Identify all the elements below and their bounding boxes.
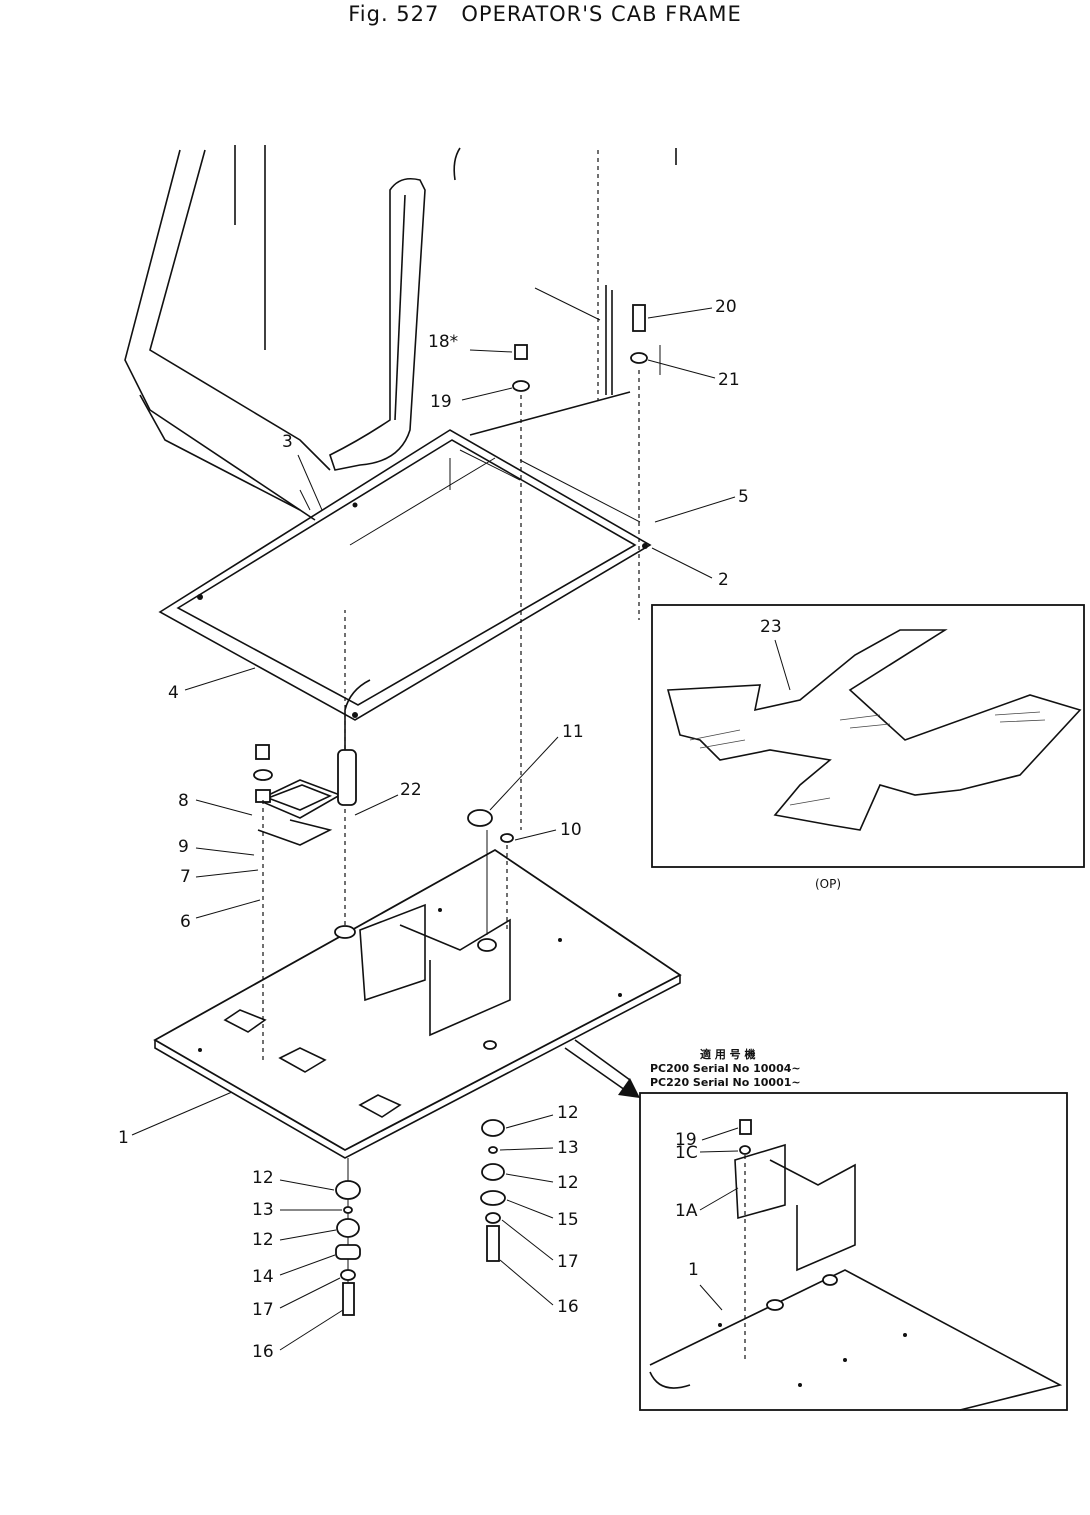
- callout-21: 21: [718, 370, 740, 390]
- callout-19: 19: [430, 392, 452, 412]
- serial-line-2: PC220 Serial No 10001~: [650, 1076, 801, 1089]
- callout-1: 1: [118, 1128, 129, 1148]
- callout-23: 23: [760, 617, 782, 637]
- bolts-upper: [512, 304, 648, 830]
- callout-19-inset: 19: [675, 1130, 697, 1150]
- parts-10-11: [467, 809, 514, 935]
- floor-plate: [153, 610, 682, 1159]
- callout-12-l1: 12: [252, 1168, 274, 1188]
- callout-5: 5: [738, 487, 749, 507]
- cab-body: [124, 145, 677, 521]
- callouts-main: 20 21 18* 19 3 5 2 4 11 22 8 10 9: [118, 297, 749, 1362]
- callout-17-r: 17: [557, 1252, 579, 1272]
- callout-12-l2: 12: [252, 1230, 274, 1250]
- callout-8: 8: [178, 791, 189, 811]
- callout-16-l: 16: [252, 1342, 274, 1362]
- callout-12-r2: 12: [557, 1173, 579, 1193]
- callout-7: 7: [180, 867, 191, 887]
- callout-9: 9: [178, 837, 189, 857]
- inset-serial-variant: 適 用 号 機 PC200 Serial No 10004~ PC220 Ser…: [639, 1047, 1068, 1411]
- callout-22: 22: [400, 780, 422, 800]
- callout-14: 14: [252, 1267, 274, 1287]
- figure-title: Fig. 527 OPERATOR'S CAB FRAME: [0, 0, 1090, 28]
- callout-6: 6: [180, 912, 191, 932]
- mount-stack-left: [335, 1158, 361, 1316]
- callout-2: 2: [718, 570, 729, 590]
- callout-1-inset: 1: [688, 1260, 699, 1280]
- callout-15: 15: [557, 1210, 579, 1230]
- serial-line-1: PC200 Serial No 10004~: [650, 1062, 801, 1075]
- callout-18-star: 18*: [428, 332, 458, 352]
- callout-12-r1: 12: [557, 1103, 579, 1123]
- cover-plate-assembly: [253, 744, 342, 1060]
- callout-17-l: 17: [252, 1300, 274, 1320]
- callout-11: 11: [562, 722, 584, 742]
- mount-stack-right: [480, 1119, 506, 1262]
- callout-1C: 1C: [675, 1143, 698, 1163]
- callout-1A: 1A: [675, 1201, 698, 1221]
- detail-arrow: [564, 1039, 640, 1098]
- figure-name: OPERATOR'S CAB FRAME: [461, 2, 742, 26]
- option-label: (OP): [815, 877, 841, 891]
- figure-number: Fig. 527: [348, 2, 440, 26]
- inset-floor-mat: 23 (OP): [651, 604, 1085, 891]
- callout-20: 20: [715, 297, 737, 317]
- callout-13-r: 13: [557, 1138, 579, 1158]
- frame-rect: [158, 429, 652, 721]
- callout-10: 10: [560, 820, 582, 840]
- callout-4: 4: [168, 683, 179, 703]
- callout-3: 3: [282, 432, 293, 452]
- callout-16-r: 16: [557, 1297, 579, 1317]
- part-22: [337, 679, 371, 806]
- callout-13-l: 13: [252, 1200, 274, 1220]
- serial-header: 適 用 号 機: [700, 1047, 756, 1061]
